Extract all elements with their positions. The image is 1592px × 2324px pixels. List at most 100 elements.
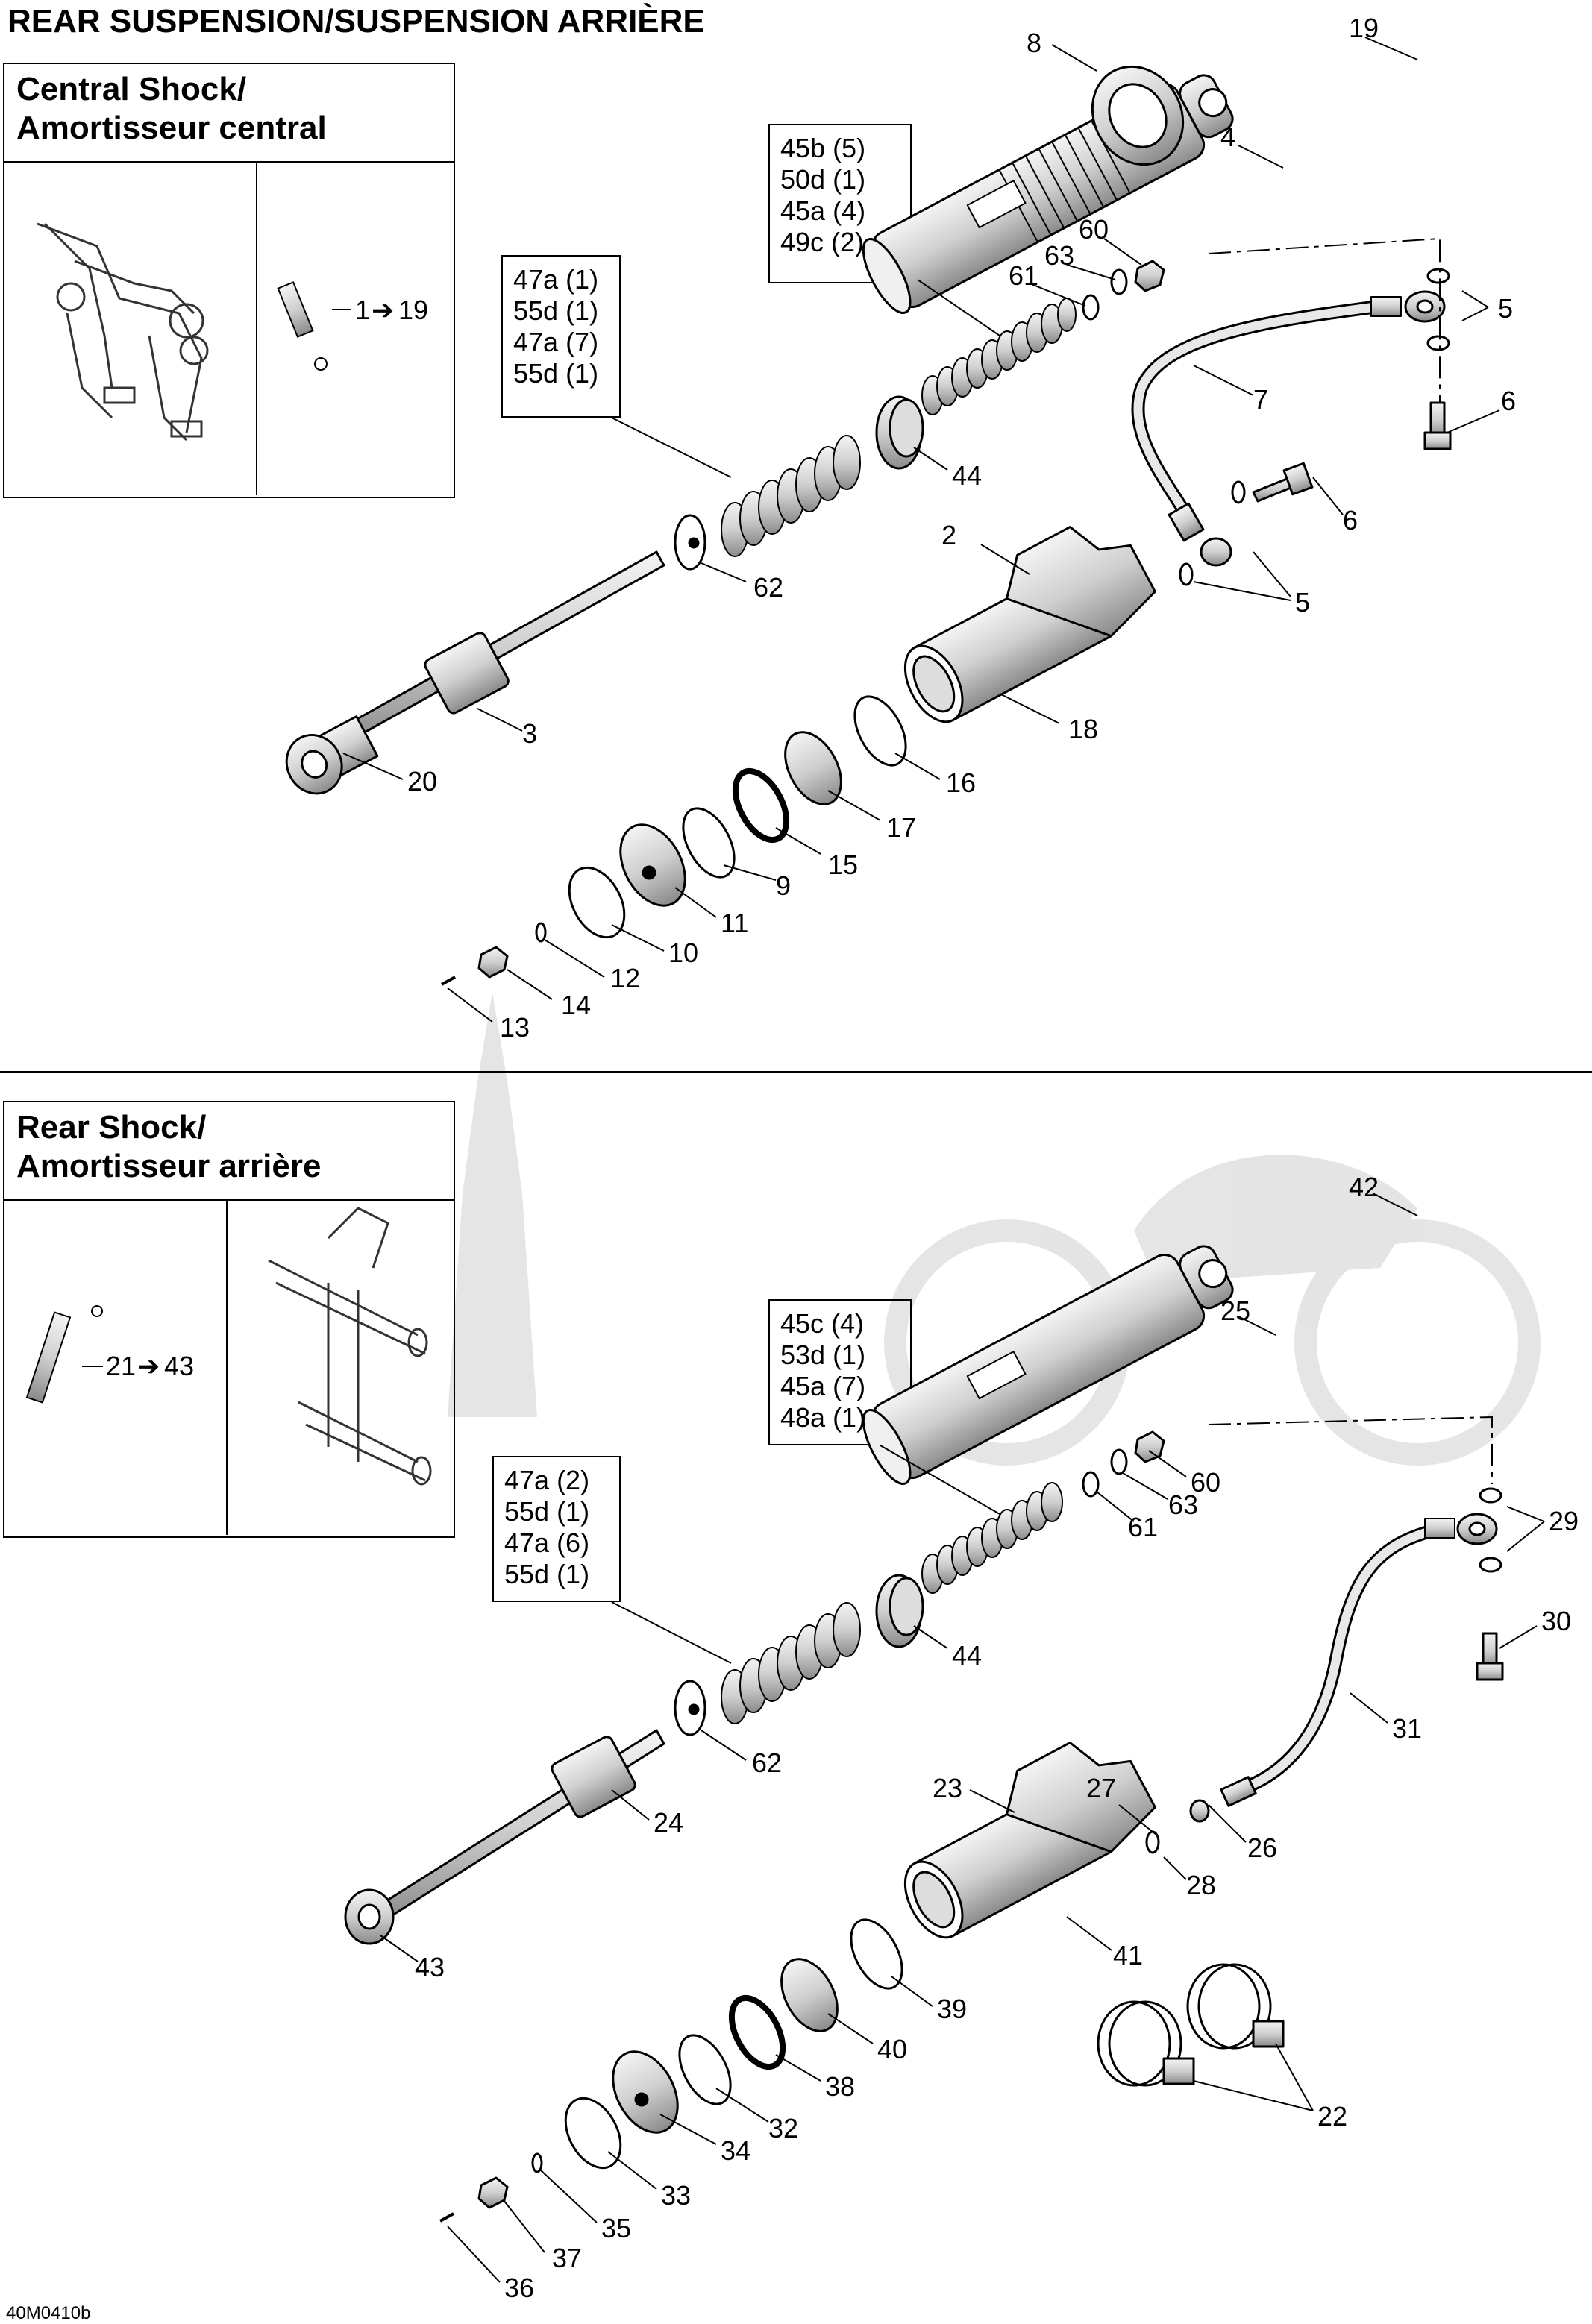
central-shock-title-en: Central Shock/ — [16, 71, 247, 107]
callout: 43 — [415, 1952, 445, 1982]
callout: 36 — [504, 2273, 534, 2303]
callout: 22 — [1317, 2101, 1347, 2132]
callout: 23 — [933, 1773, 962, 1803]
callout: 16 — [946, 767, 976, 798]
spec-line: 49c (2) — [780, 227, 865, 257]
central-shock-box: Central Shock/ Amortisseur central — [3, 63, 455, 498]
callout: 60 — [1191, 1467, 1220, 1498]
spec-line: 45b (5) — [780, 133, 866, 163]
central-shock-thumbnail: 1 ➔ 19 — [277, 281, 428, 371]
callout: 11 — [721, 908, 748, 938]
callout: 33 — [661, 2180, 691, 2211]
spec-box-bottom-left: 47a (2) 55d (1) 47a (6) 55d (1) — [492, 1456, 621, 1602]
callout: 41 — [1113, 1940, 1143, 1970]
rear-frame-sketch — [268, 1207, 432, 1486]
callout: 13 — [500, 1012, 530, 1043]
callout: 38 — [825, 2071, 855, 2102]
spec-line: 55d (1) — [513, 295, 599, 326]
rear-range-to: 43 — [164, 1351, 194, 1381]
svg-text:➔: ➔ — [372, 295, 394, 325]
callout: 31 — [1392, 1713, 1422, 1744]
leader-lines — [342, 37, 1545, 2283]
callout: 39 — [937, 1994, 967, 2024]
callout: 61 — [1128, 1512, 1158, 1542]
central-shock-title-fr: Amortisseur central — [16, 110, 327, 146]
callout: 63 — [1044, 240, 1074, 271]
callout: 15 — [828, 849, 858, 880]
callout: 62 — [753, 572, 783, 603]
callout: 34 — [721, 2135, 750, 2166]
callout: 25 — [1220, 1296, 1250, 1326]
callouts-top: 8 19 4 60 63 61 5 7 6 6 44 2 5 62 3 18 2… — [407, 13, 1516, 1043]
callout: 35 — [601, 2213, 631, 2243]
spec-line: 45c (4) — [780, 1308, 865, 1339]
callout: 32 — [768, 2113, 798, 2144]
callout: 30 — [1541, 1606, 1571, 1636]
callout: 12 — [610, 963, 640, 993]
callout: 6 — [1343, 505, 1358, 536]
callout: 10 — [668, 938, 698, 968]
spec-line: 53d (1) — [780, 1340, 866, 1370]
alignment-lines-top — [1208, 237, 1441, 403]
spec-line: 55d (1) — [513, 358, 599, 389]
callout: 61 — [1009, 260, 1038, 291]
spec-line: 47a (1) — [513, 264, 599, 295]
callout: 44 — [952, 1640, 982, 1671]
central-shock-heading: Central Shock/ Amortisseur central — [4, 64, 454, 163]
page-title: REAR SUSPENSION/SUSPENSION ARRIÈRE — [7, 3, 705, 40]
callout: 42 — [1349, 1172, 1379, 1202]
callout: 62 — [752, 1747, 782, 1778]
spec-line: 55d (1) — [504, 1559, 590, 1589]
callout: 3 — [522, 718, 537, 749]
rear-shock-title-fr: Amortisseur arrière — [16, 1148, 322, 1184]
central-range-from: 1 — [355, 295, 370, 325]
spec-line: 47a (6) — [504, 1527, 590, 1558]
callout: 63 — [1168, 1489, 1198, 1520]
callout: 2 — [941, 520, 956, 550]
callout: 60 — [1079, 214, 1109, 245]
section-divider — [0, 1071, 1592, 1073]
rear-shock-assembly — [344, 1245, 1504, 2223]
callout: 17 — [886, 812, 916, 843]
callout: 6 — [1501, 386, 1516, 416]
alignment-lines-bottom — [1208, 1416, 1493, 1484]
callout: 37 — [552, 2243, 582, 2273]
callout: 29 — [1549, 1506, 1579, 1536]
central-range-to: 19 — [398, 295, 428, 325]
rear-range-from: 21 — [106, 1351, 136, 1381]
spec-line: 47a (7) — [513, 327, 599, 357]
callout: 7 — [1253, 384, 1268, 415]
spec-line: 45a (7) — [780, 1371, 866, 1401]
callout: 44 — [952, 460, 982, 491]
callout: 18 — [1068, 714, 1098, 744]
callout: 28 — [1186, 1870, 1216, 1900]
callout: 27 — [1086, 1773, 1116, 1803]
callout: 40 — [877, 2034, 907, 2064]
callouts-bottom: 42 25 60 63 61 29 30 44 31 62 24 23 27 2… — [415, 1172, 1579, 2303]
spec-line: 55d (1) — [504, 1496, 590, 1527]
spec-line: 47a (2) — [504, 1465, 590, 1495]
central-shock-assembly — [285, 65, 1452, 986]
svg-text:➔: ➔ — [137, 1351, 160, 1381]
rear-shock-thumbnail: 21 ➔ 43 — [25, 1305, 194, 1404]
spec-line: 45a (4) — [780, 195, 866, 226]
callout: 20 — [407, 766, 437, 797]
callout: 4 — [1220, 122, 1235, 152]
rear-shock-box: Rear Shock/ Amortisseur arrière — [3, 1101, 455, 1538]
callout: 5 — [1295, 587, 1310, 618]
callout: 5 — [1498, 293, 1513, 324]
callout: 14 — [561, 990, 591, 1020]
central-frame-sketch — [37, 222, 209, 442]
rear-shock-title-en: Rear Shock/ — [16, 1109, 207, 1146]
rear-shock-heading: Rear Shock/ Amortisseur arrière — [4, 1102, 454, 1201]
spec-box-top-left: 47a (1) 55d (1) 47a (7) 55d (1) — [501, 255, 621, 418]
drawing-code: 40M0410b — [6, 2303, 91, 2323]
callout: 26 — [1247, 1832, 1277, 1863]
callout: 9 — [776, 870, 791, 901]
callout: 8 — [1027, 28, 1041, 58]
spec-line: 50d (1) — [780, 164, 866, 195]
callout: 19 — [1349, 13, 1379, 43]
callout: 24 — [654, 1807, 683, 1838]
spec-line: 48a (1) — [780, 1402, 866, 1433]
